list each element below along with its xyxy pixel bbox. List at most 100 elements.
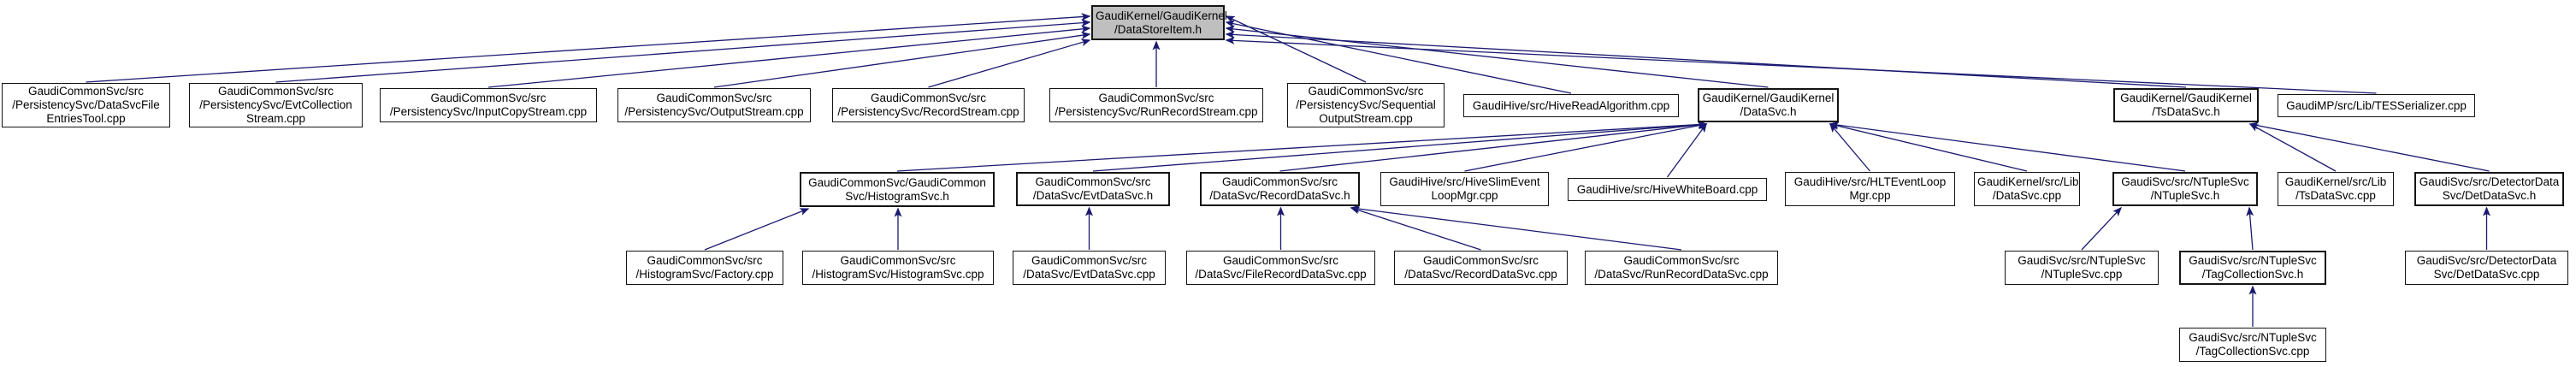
- graph-node-label-line: /PersistencySvc/RunRecordStream.cpp: [1055, 105, 1258, 118]
- graph-node-label-line: GaudiHive/src/HiveWhiteBoard.cpp: [1576, 182, 1758, 196]
- graph-node-label-line: /PersistencySvc/InputCopyStream.cpp: [389, 105, 588, 118]
- graph-node-hivereadalgorithm_cpp[interactable]: GaudiHive/src/HiveReadAlgorithm.cpp: [1463, 94, 1679, 117]
- graph-node-label-line: GaudiKernel/src/Lib: [1977, 175, 2079, 188]
- graph-node-label-line: /DataSvc/FileRecordDataSvc.cpp: [1195, 268, 1367, 281]
- graph-node-label-line: /TagCollectionSvc.cpp: [2195, 345, 2310, 358]
- include-edge-datasvc_cpp-to-datasvc_h: [1829, 121, 2028, 172]
- include-edge-inputcopystream_cpp-to-datastoreitem_h: [487, 25, 1091, 88]
- graph-node-label-line: GaudiCommonSvc/src: [840, 254, 956, 267]
- graph-node-label-line: /HistogramSvc/Factory.cpp: [635, 268, 774, 281]
- graph-node-label-line: GaudiCommonSvc/src: [1221, 175, 1338, 188]
- graph-node-label-line: /NTupleSvc.cpp: [2041, 268, 2123, 281]
- graph-node-label-line: GaudiCommonSvc/src: [656, 92, 772, 104]
- graph-node-tsdatasvc_h[interactable]: GaudiKernel/GaudiKernel/TsDataSvc.h: [2113, 88, 2259, 122]
- include-edge-hiveslimeventloopmgr_cpp-to-datasvc_h: [1464, 121, 1708, 172]
- graph-node-label-line: GaudiKernel/GaudiKernel: [2120, 92, 2252, 104]
- graph-node-label-line: /DataSvc.h: [1740, 105, 1797, 118]
- graph-node-label-line: GaudiCommonSvc/src: [1222, 254, 1339, 267]
- include-edge-hivewhiteboard_cpp-to-datasvc_h: [1666, 122, 1707, 178]
- graph-node-label-line: /PersistencySvc/Sequential: [1296, 98, 1436, 111]
- graph-node-label-line: /TsDataSvc.h: [2152, 105, 2220, 118]
- include-edge-tesserializer_cpp-to-datastoreitem_h: [1225, 36, 2377, 94]
- graph-node-label-line: GaudiMP/src/Lib/TESSerializer.cpp: [2286, 98, 2467, 112]
- graph-node-label-line: LoopMgr.cpp: [1431, 189, 1498, 202]
- include-edge-outputstream_cpp-to-datastoreitem_h: [713, 31, 1091, 88]
- graph-node-label-line: /HistogramSvc/HistogramSvc.cpp: [812, 268, 984, 281]
- include-edge-factory_cpp-to-histogramsvc_h: [704, 208, 810, 251]
- graph-node-label-line: GaudiSvc/src/NTupleSvc: [2018, 254, 2146, 267]
- graph-node-label-line: Svc/DetDataSvc.cpp: [2433, 268, 2540, 281]
- graph-node-outputstream_cpp[interactable]: GaudiCommonSvc/src/PersistencySvc/Output…: [617, 88, 811, 122]
- graph-node-label-line: GaudiCommonSvc/src: [870, 92, 987, 104]
- graph-node-label-line: EntriesTool.cpp: [46, 112, 126, 125]
- graph-node-tsdatasvc_cpp[interactable]: GaudiKernel/src/Lib/TsDataSvc.cpp: [2278, 172, 2394, 206]
- include-edge-detdatasvc_h-to-tsdatasvc_h: [2248, 121, 2490, 172]
- include-edge-tsdatasvc_cpp-to-tsdatasvc_h: [2248, 123, 2337, 172]
- graph-node-label-line: GaudiSvc/src/NTupleSvc: [2189, 331, 2317, 344]
- graph-node-label-line: GaudiCommonSvc/src: [647, 254, 763, 267]
- graph-node-label-line: GaudiSvc/src/NTupleSvc: [2121, 175, 2249, 188]
- graph-node-label-line: GaudiCommonSvc/src: [1623, 254, 1740, 267]
- graph-node-factory_cpp[interactable]: GaudiCommonSvc/src/HistogramSvc/Factory.…: [626, 251, 783, 285]
- graph-node-histogramsvc_cpp[interactable]: GaudiCommonSvc/src/HistogramSvc/Histogra…: [802, 251, 994, 285]
- graph-node-label-line: GaudiCommonSvc/src: [1308, 85, 1424, 98]
- include-edge-recorddatasvc_h-to-datasvc_h: [1279, 121, 1708, 172]
- graph-node-filerecorddatasvc_cpp[interactable]: GaudiCommonSvc/src/DataSvc/FileRecordDat…: [1186, 251, 1375, 285]
- graph-node-datasvcfileentriestool_cpp[interactable]: GaudiCommonSvc/src/PersistencySvc/DataSv…: [2, 83, 170, 127]
- graph-node-label-line: GaudiCommonSvc/src: [1031, 254, 1148, 267]
- graph-node-inputcopystream_cpp[interactable]: GaudiCommonSvc/src/PersistencySvc/InputC…: [380, 88, 597, 122]
- graph-node-label-line: /DataStoreItem.h: [1114, 22, 1202, 36]
- graph-node-datasvc_cpp[interactable]: GaudiKernel/src/Lib/DataSvc.cpp: [1974, 172, 2080, 206]
- graph-node-label-line: GaudiKernel/src/Lib: [2284, 175, 2387, 188]
- graph-node-sequentialoutputstream_cpp[interactable]: GaudiCommonSvc/src/PersistencySvc/Sequen…: [1287, 83, 1445, 127]
- graph-node-label-line: GaudiCommonSvc/src: [217, 85, 334, 98]
- graph-node-label-line: GaudiCommonSvc/GaudiCommon: [808, 175, 986, 189]
- graph-node-label-line: /PersistencySvc/RecordStream.cpp: [837, 105, 1019, 118]
- graph-node-label-line: GaudiHive/src/HiveReadAlgorithm.cpp: [1472, 98, 1670, 112]
- graph-node-label-line: /TsDataSvc.cpp: [2295, 189, 2376, 202]
- include-edge-ntuplesvc_h-to-datasvc_h: [1829, 121, 2186, 172]
- graph-node-runrecorddatasvc_cpp[interactable]: GaudiCommonSvc/src/DataSvc/RunRecordData…: [1585, 251, 1778, 285]
- graph-node-evtdatasvc_h[interactable]: GaudiCommonSvc/src/DataSvc/EvtDataSvc.h: [1016, 172, 1170, 206]
- graph-node-label-line: /DataSvc.cpp: [1992, 189, 2062, 202]
- graph-node-label-line: GaudiSvc/src/DetectorData: [2416, 254, 2557, 267]
- graph-node-evtcollectionstream_cpp[interactable]: GaudiCommonSvc/src/PersistencySvc/EvtCol…: [189, 83, 363, 127]
- graph-node-label-line: Mgr.cpp: [1849, 189, 1891, 202]
- graph-node-label-line: /PersistencySvc/OutputStream.cpp: [624, 105, 804, 118]
- graph-node-datastoreitem_h: GaudiKernel/GaudiKernel/DataStoreItem.h: [1091, 5, 1227, 40]
- graph-node-recorddatasvc_cpp[interactable]: GaudiCommonSvc/src/DataSvc/RecordDataSvc…: [1394, 251, 1568, 285]
- graph-node-label-line: GaudiCommonSvc/src: [1422, 254, 1539, 267]
- graph-node-tesserializer_cpp[interactable]: GaudiMP/src/Lib/TESSerializer.cpp: [2278, 94, 2475, 117]
- graph-node-ntuplesvc_cpp[interactable]: GaudiSvc/src/NTupleSvc/NTupleSvc.cpp: [2005, 251, 2159, 285]
- graph-node-label-line: /PersistencySvc/DataSvcFile: [12, 98, 160, 111]
- graph-node-label-line: /DataSvc/EvtDataSvc.cpp: [1023, 268, 1155, 281]
- graph-node-tagcollectionsvc_cpp[interactable]: GaudiSvc/src/NTupleSvc/TagCollectionSvc.…: [2179, 328, 2326, 362]
- graph-node-label-line: /TagCollectionSvc.h: [2201, 268, 2304, 281]
- graph-node-ntuplesvc_h[interactable]: GaudiSvc/src/NTupleSvc/NTupleSvc.h: [2112, 172, 2258, 206]
- graph-node-recorddatasvc_h[interactable]: GaudiCommonSvc/src/DataSvc/RecordDataSvc…: [1200, 172, 1360, 206]
- graph-node-label-line: GaudiCommonSvc/src: [430, 92, 547, 104]
- graph-node-evtdatasvc_cpp[interactable]: GaudiCommonSvc/src/DataSvc/EvtDataSvc.cp…: [1013, 251, 1166, 285]
- include-edge-evtdatasvc_h-to-datasvc_h: [1092, 121, 1708, 172]
- graph-node-label-line: GaudiCommonSvc/src: [1035, 175, 1151, 188]
- graph-node-datasvc_h[interactable]: GaudiKernel/GaudiKernel/DataSvc.h: [1698, 88, 1839, 122]
- graph-node-label-line: GaudiSvc/src/DetectorData: [2419, 175, 2560, 188]
- graph-node-recordstream_cpp[interactable]: GaudiCommonSvc/src/PersistencySvc/Record…: [832, 88, 1025, 122]
- include-edge-tagcollectionsvc_h-to-ntuplesvc_h: [2246, 206, 2254, 251]
- include-edge-histogramsvc_h-to-datasvc_h: [896, 121, 1708, 172]
- graph-node-runrecordstream_cpp[interactable]: GaudiCommonSvc/src/PersistencySvc/RunRec…: [1049, 88, 1263, 122]
- graph-node-hivewhiteboard_cpp[interactable]: GaudiHive/src/HiveWhiteBoard.cpp: [1568, 178, 1767, 201]
- graph-node-label-line: /DataSvc/RecordDataSvc.cpp: [1404, 268, 1557, 281]
- graph-node-label-line: GaudiCommonSvc/src: [1098, 92, 1214, 104]
- graph-node-label-line: /DataSvc/RunRecordDataSvc.cpp: [1594, 268, 1769, 281]
- graph-node-tagcollectionsvc_h[interactable]: GaudiSvc/src/NTupleSvc/TagCollectionSvc.…: [2179, 251, 2326, 285]
- include-edge-datasvc_h-to-datastoreitem_h: [1225, 25, 1769, 88]
- include-edge-hlteventloopmgr_cpp-to-datasvc_h: [1829, 122, 1870, 172]
